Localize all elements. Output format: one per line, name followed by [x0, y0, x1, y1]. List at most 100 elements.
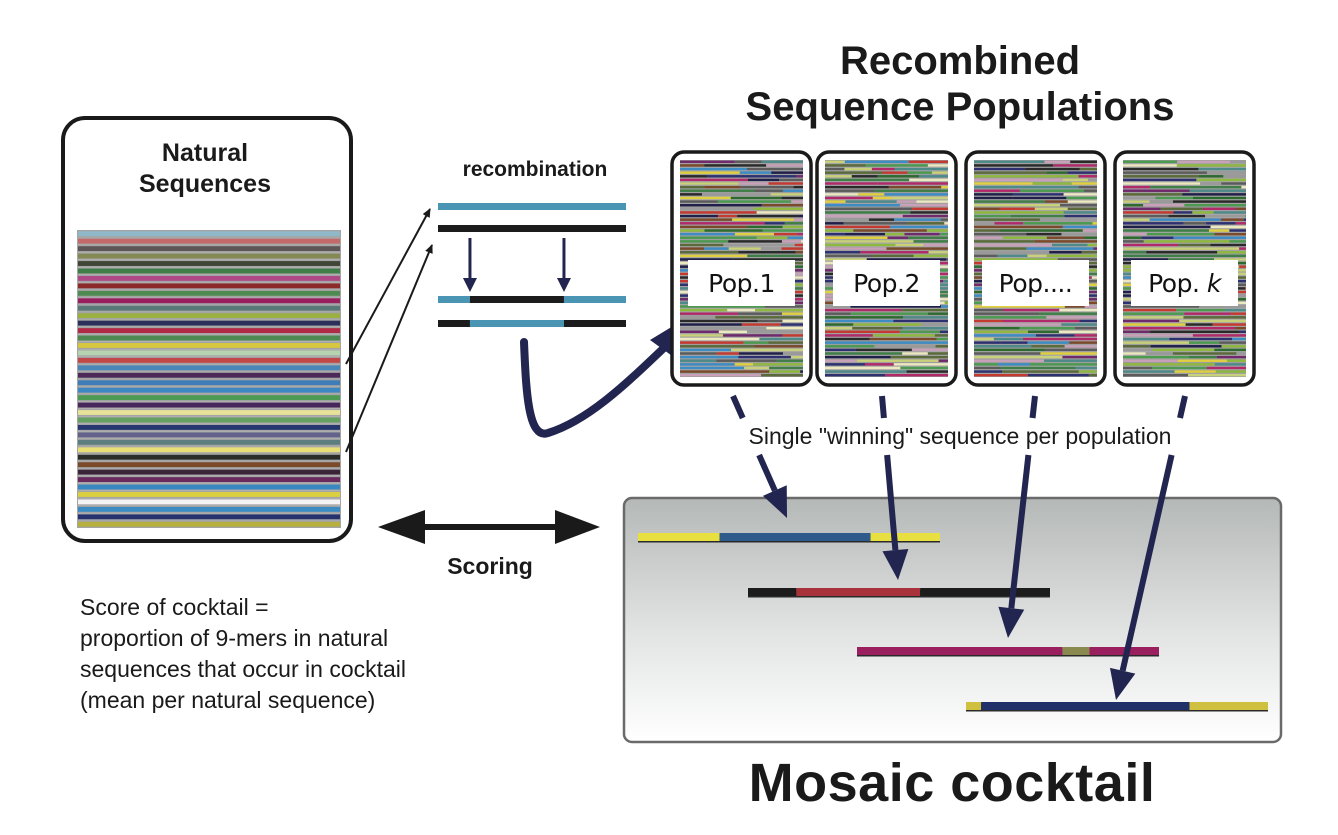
sequence-segment [974, 363, 999, 366]
sequence-segment [825, 164, 866, 167]
sequence-segment [680, 196, 731, 200]
sequence-segment [739, 171, 772, 174]
sequence-segment [1123, 312, 1185, 315]
sequence-segment [1172, 200, 1246, 203]
sequence-segment [851, 175, 878, 178]
sequence-segment [860, 251, 929, 254]
score-line-2: proportion of 9-mers in natural [80, 625, 389, 651]
winning-arrow-shaft-top [730, 394, 746, 420]
sequence-segment [680, 316, 716, 319]
sequence-segment [871, 167, 895, 171]
sequence-segment [974, 207, 1000, 211]
sequence-segment [1002, 370, 1079, 373]
sequence-segment [1027, 341, 1070, 344]
sequence-segment [768, 341, 803, 344]
sequence-segment [1167, 258, 1214, 261]
sequence-segment [1123, 355, 1189, 359]
sequence-segment [1123, 189, 1190, 192]
sequence-segment [1172, 352, 1237, 355]
natural-sequence [78, 276, 340, 281]
parent-sequence-a [438, 203, 626, 210]
sequence-segment [1123, 370, 1175, 373]
sequence-segment [850, 305, 942, 308]
sequence-segment [1217, 251, 1246, 254]
sequence-segment [1067, 200, 1097, 203]
parent-sequence-b [438, 225, 626, 232]
sequence-segment [701, 193, 771, 196]
sequence-segment [790, 355, 803, 359]
sequence-segment [1192, 196, 1246, 200]
sequence-segment [877, 175, 920, 178]
population-label: Pop. k [1131, 260, 1238, 306]
sequence-segment [1051, 243, 1088, 247]
sequence-segment [1216, 355, 1246, 359]
sequence-segment [858, 193, 885, 196]
sequence-segment [1123, 323, 1186, 326]
sequence-segment [1223, 175, 1246, 178]
sequence-segment [776, 359, 803, 362]
sequence-segment [1030, 363, 1097, 366]
sequence-segment [1145, 352, 1173, 355]
sequence-segment [931, 171, 948, 174]
sequence-segment [1084, 236, 1097, 239]
populations-title-line1: Recombined [839, 39, 1081, 83]
sequence-segment [941, 185, 948, 189]
sequence-segment [1214, 348, 1246, 352]
sequence-segment [853, 229, 927, 232]
sequence-segment [730, 196, 782, 200]
sequence-segment [938, 359, 948, 362]
sequence-segment [1123, 373, 1189, 377]
sequence-segment [911, 348, 948, 352]
sequence-segment [1058, 330, 1097, 333]
sequence-segment [793, 301, 803, 305]
sequence-segment [974, 185, 1011, 189]
sequence-segment [680, 214, 719, 218]
sequence-segment [974, 366, 1001, 370]
sequence-segment [974, 359, 1045, 362]
sequence-segment [734, 232, 774, 236]
sequence-segment [746, 167, 803, 171]
mosaic-segment [638, 533, 720, 541]
sequence-segment [974, 352, 1041, 355]
sequence-segment [1123, 171, 1207, 174]
sequence-segment [1044, 160, 1071, 164]
sequence-segment [1034, 240, 1097, 243]
natural-sequences-title: Natural Sequences [80, 138, 330, 200]
sequence-segment [825, 316, 904, 319]
sequence-segment [1123, 196, 1156, 200]
sequence-segment [825, 247, 887, 250]
sequence-segment [1034, 207, 1068, 211]
sequence-segment [1000, 229, 1083, 232]
sequence-segment [773, 232, 798, 236]
sequence-segment [780, 323, 803, 326]
sequence-segment [1235, 207, 1246, 211]
sequence-segment [1221, 345, 1246, 348]
mosaic-segment [796, 588, 921, 596]
population-label-prefix: Pop. [1148, 268, 1207, 298]
population-label-suffix: k [1206, 268, 1221, 298]
sequence-segment [680, 164, 705, 167]
sequence-segment [893, 363, 948, 366]
sequence-segment [1023, 337, 1097, 341]
sequence-segment [1192, 211, 1214, 214]
sequence-segment [944, 301, 948, 305]
sequence-segment [680, 355, 739, 359]
sequence-segment [926, 229, 948, 232]
sequence-segment [974, 164, 1054, 167]
sequence-segment [1179, 319, 1246, 323]
sequence-segment [1057, 258, 1097, 261]
populations-title-line2: Sequence Populations [745, 85, 1175, 129]
sequence-segment [1214, 363, 1246, 366]
sequence-segment [913, 240, 948, 243]
sequence-segment [747, 225, 783, 229]
sequence-segment [1031, 345, 1065, 348]
sequence-segment [787, 236, 803, 239]
sequence-segment [1206, 366, 1246, 370]
sequence-segment [974, 229, 1001, 232]
sequence-segment [1146, 251, 1218, 254]
sequence-segment [761, 204, 803, 207]
sequence-segment [974, 258, 1058, 261]
sequence-segment [680, 232, 735, 236]
sequence-segment [680, 247, 705, 250]
sequence-segment [1123, 185, 1151, 189]
